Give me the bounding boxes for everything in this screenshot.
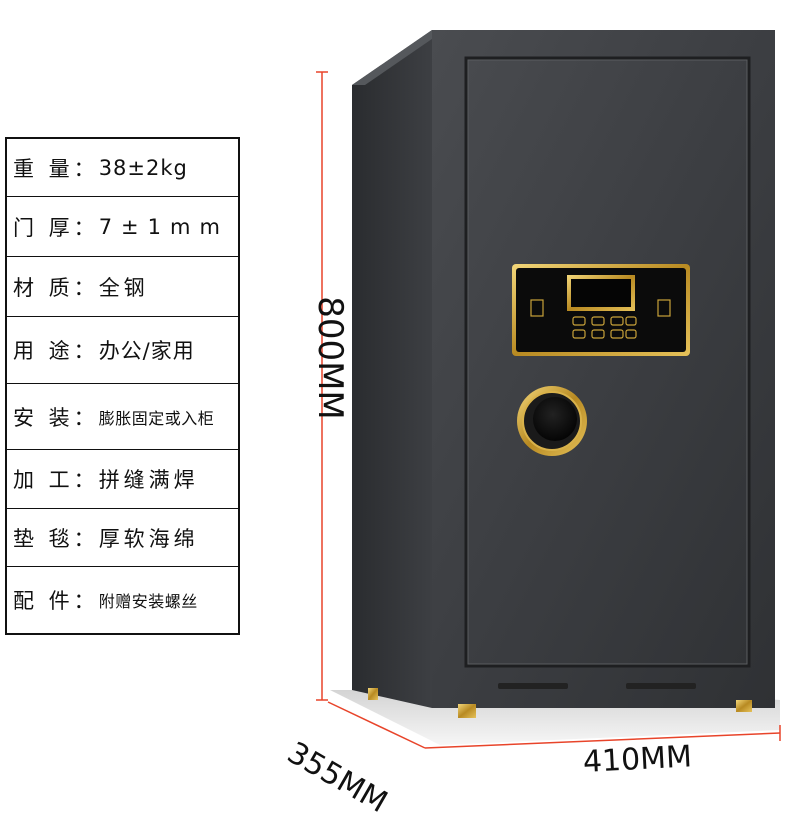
spec-row-usage: 用 途： 办公/家用 xyxy=(7,316,238,383)
keypad-buttons xyxy=(572,316,637,339)
spec-value: 办公/家用 xyxy=(98,339,195,363)
spec-value: 厚软海绵 xyxy=(98,526,199,551)
spec-row-processing: 加 工： 拼缝满焊 xyxy=(7,449,238,508)
base-vent xyxy=(498,683,568,689)
spec-row-weight: 重 量： 38±2kg xyxy=(7,139,238,196)
spec-label: 加 工： xyxy=(13,468,99,492)
spec-label: 配 件： xyxy=(13,589,99,613)
safe-foot xyxy=(368,688,378,700)
spec-label: 重 量： xyxy=(13,156,99,181)
width-dimension-label: 410MM xyxy=(582,739,693,780)
spec-label: 门 厚： xyxy=(13,215,99,240)
spec-row-door-thickness: 门 厚： 7±1mm xyxy=(7,196,238,256)
spec-value: 拼缝满焊 xyxy=(98,468,199,492)
spec-label: 材 质： xyxy=(13,275,99,300)
spec-row-padding: 垫 毯： 厚软海绵 xyxy=(7,508,238,566)
safe-side xyxy=(352,30,432,708)
knob xyxy=(517,386,587,456)
keypad-panel xyxy=(512,264,690,356)
safe-front xyxy=(432,30,775,708)
safe-top-edge xyxy=(352,30,445,85)
safe-foot xyxy=(736,700,752,712)
safe-foot xyxy=(458,704,476,718)
height-dimension-label: 800MM xyxy=(310,296,350,420)
safe-door xyxy=(464,56,751,668)
spec-row-accessories: 配 件： 附赠安装螺丝 xyxy=(7,566,238,633)
spec-value: 全钢 xyxy=(98,275,149,300)
safe-illustration xyxy=(316,30,781,749)
spec-row-material: 材 质： 全钢 xyxy=(7,256,238,316)
spec-value: 膨胀固定或入柜 xyxy=(98,408,215,428)
spec-value: 附赠安装螺丝 xyxy=(98,592,198,611)
spec-value: 7±1mm xyxy=(98,214,229,239)
base-vent xyxy=(626,683,696,689)
spec-value: 38±2kg xyxy=(98,155,188,180)
spec-table: 重 量： 38±2kg 门 厚： 7±1mm 材 质： 全钢 用 途： 办公/家… xyxy=(5,137,240,635)
spec-label: 安 装： xyxy=(13,405,99,430)
spec-row-install: 安 装： 膨胀固定或入柜 xyxy=(7,383,238,449)
dimension-lines xyxy=(316,71,781,749)
spec-label: 垫 毯： xyxy=(13,526,99,551)
spec-label: 用 途： xyxy=(13,339,99,363)
